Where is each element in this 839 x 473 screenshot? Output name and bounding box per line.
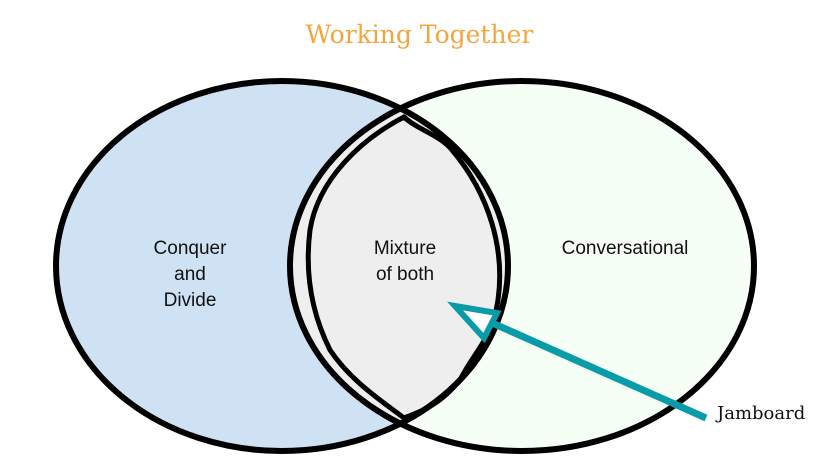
- left-label-line: Divide: [163, 290, 217, 311]
- overlap-region: [290, 81, 508, 451]
- overlap-label-line: Mixture: [373, 238, 437, 259]
- overlap-outline: [305, 113, 503, 421]
- arrow-icon: [446, 301, 708, 422]
- right-label-line: Conversational: [561, 238, 689, 259]
- left-set-label: Conquer and Divide: [130, 236, 250, 314]
- overlap-label-line: of both: [375, 264, 435, 285]
- left-label-line: Conquer: [153, 238, 227, 259]
- left-label-line: and: [174, 264, 206, 285]
- right-set-outline: [287, 78, 757, 454]
- left-set-outline: [53, 78, 511, 454]
- diagram-title: Working Together: [305, 20, 534, 49]
- overlap-label: Mixture of both: [345, 236, 465, 288]
- right-set-label: Conversational: [540, 236, 710, 262]
- jamboard-annotation: Jamboard: [717, 403, 806, 424]
